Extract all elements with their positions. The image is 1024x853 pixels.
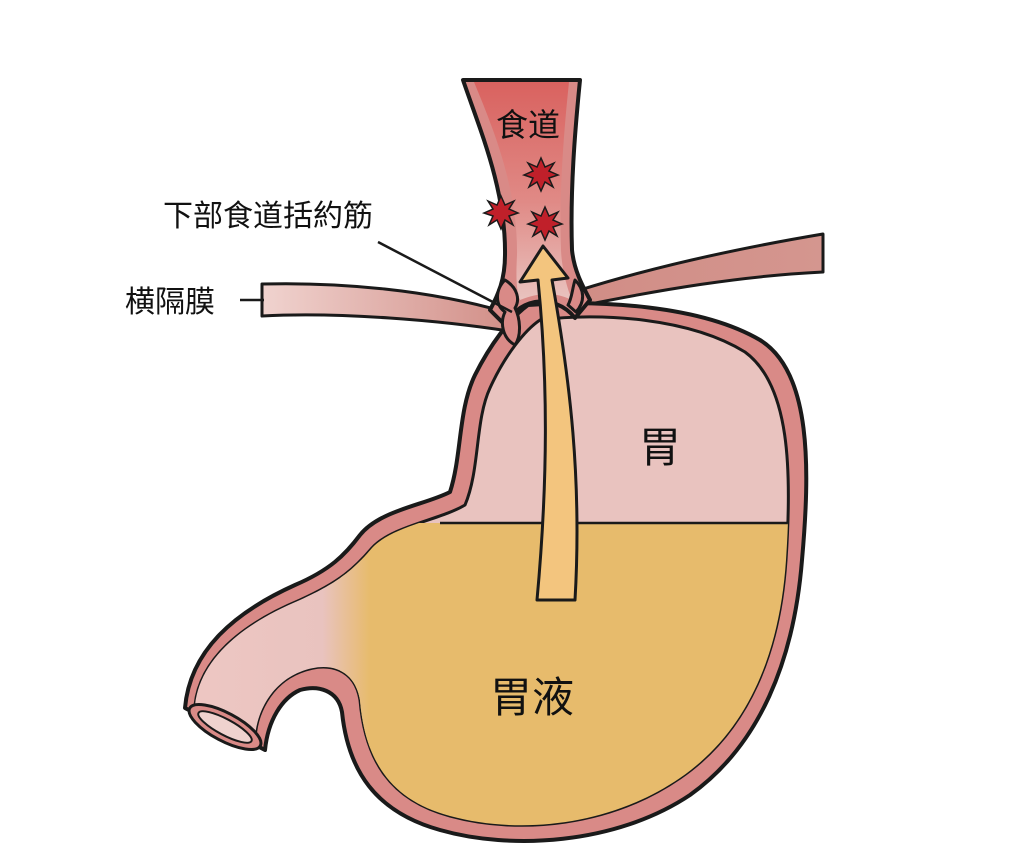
esophagus-label: 食道 bbox=[496, 106, 560, 144]
diaphragm-label: 横隔膜 bbox=[125, 285, 215, 320]
irritation-burst-icon bbox=[481, 194, 521, 231]
diaphragm-left bbox=[260, 282, 517, 334]
gastric-juice-label: 胃液 bbox=[490, 673, 574, 722]
lower-esophageal-sphincter-label: 下部食道括約筋 bbox=[163, 199, 373, 234]
stomach-label: 胃 bbox=[639, 423, 681, 472]
sphincter-leader-line bbox=[377, 240, 513, 314]
irritation-burst-icon bbox=[521, 156, 561, 193]
irritation-burst-icon bbox=[525, 205, 565, 242]
diaphragm-right bbox=[578, 232, 825, 307]
lower-esophageal-sphincter bbox=[496, 278, 585, 347]
duodenum-opening bbox=[187, 703, 263, 751]
reflux-arrow-icon bbox=[518, 244, 579, 602]
